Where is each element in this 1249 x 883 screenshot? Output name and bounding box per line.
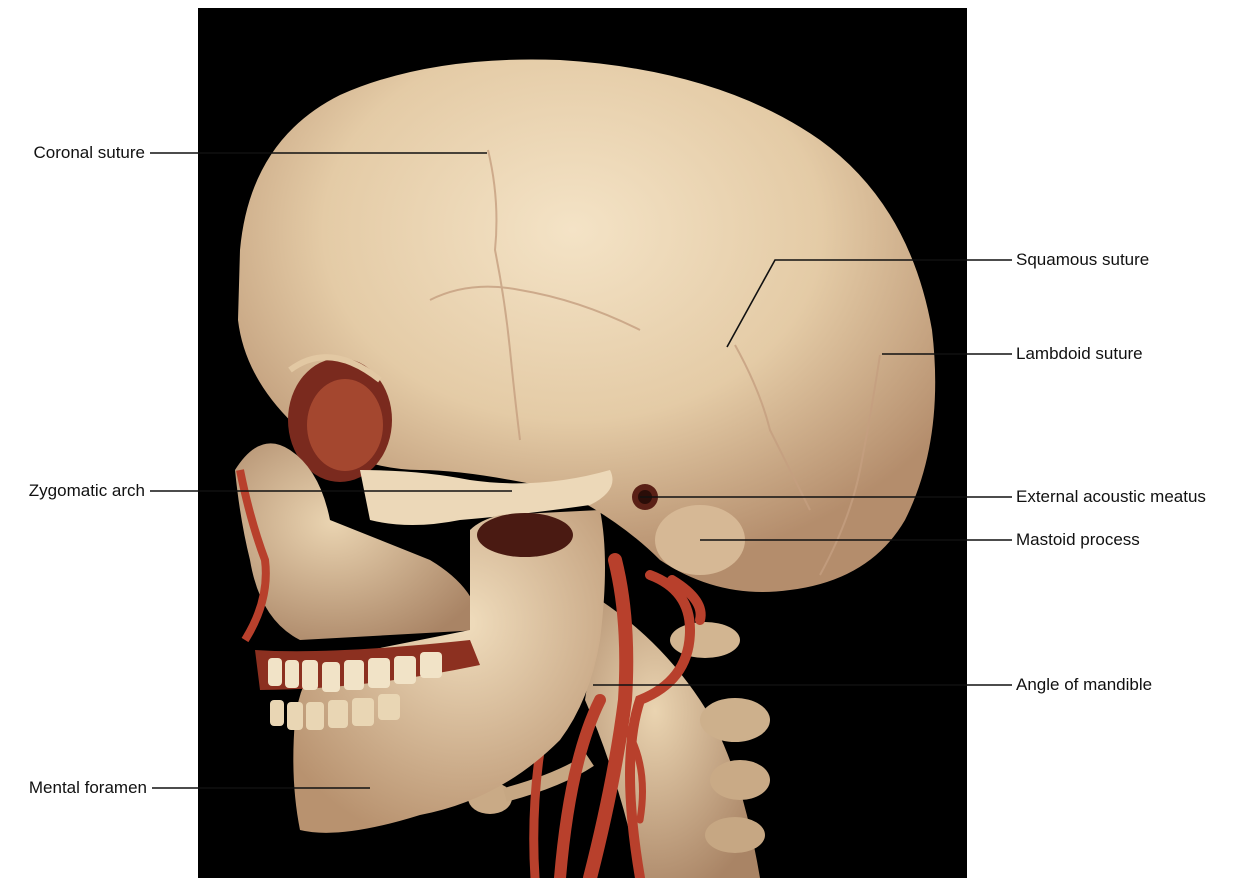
label-zygomatic-arch: Zygomatic arch: [11, 481, 145, 501]
label-external-acoustic-meatus: External acoustic meatus: [1016, 487, 1206, 507]
coronoid-notch: [477, 513, 573, 557]
label-angle-of-mandible: Angle of mandible: [1016, 675, 1152, 695]
label-mastoid-process: Mastoid process: [1016, 530, 1140, 550]
label-mental-foramen: Mental foramen: [5, 778, 147, 798]
label-squamous-suture: Squamous suture: [1016, 250, 1149, 270]
label-coronal-suture: Coronal suture: [17, 143, 145, 163]
label-lambdoid-suture: Lambdoid suture: [1016, 344, 1143, 364]
